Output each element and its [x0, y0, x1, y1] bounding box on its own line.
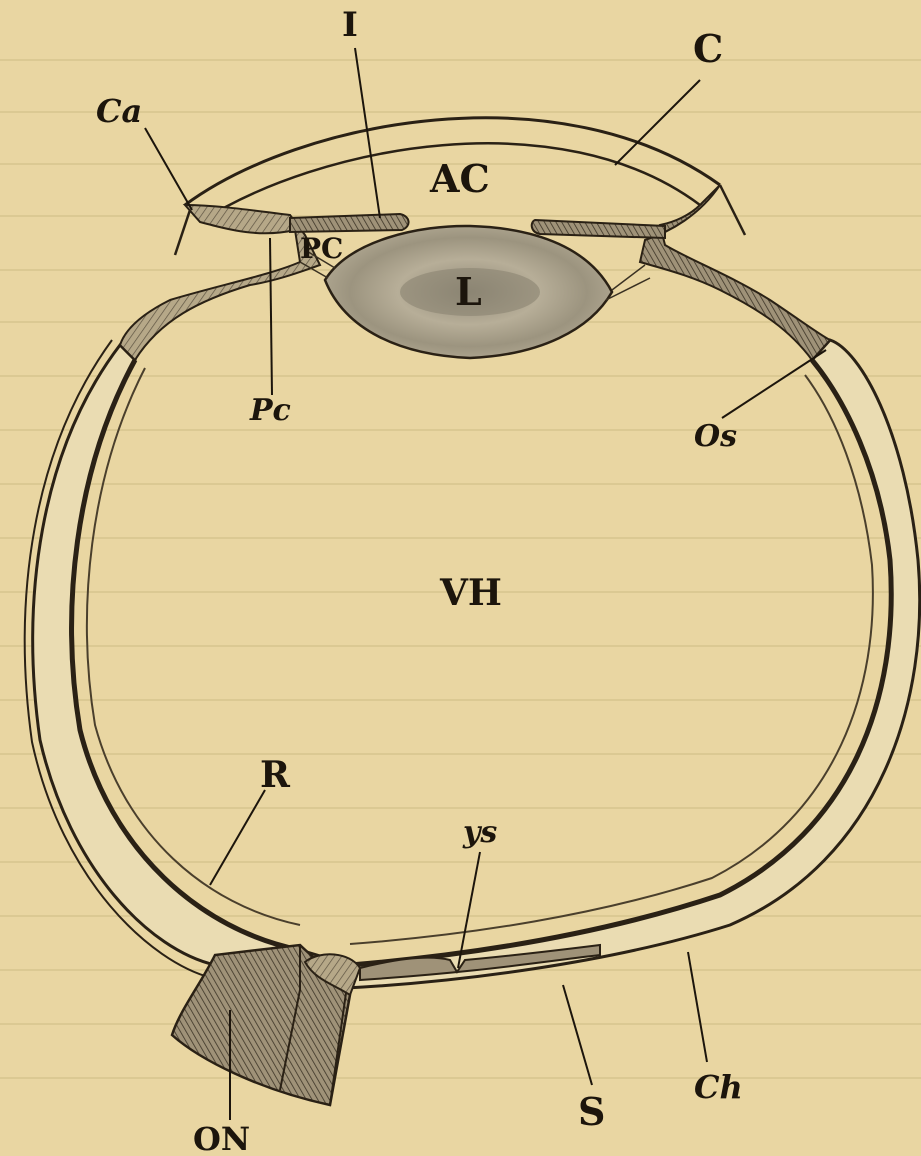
ciliary-body-right	[640, 185, 830, 360]
ciliary-right-edge	[720, 185, 745, 235]
label-retina: R	[260, 754, 291, 796]
label-lens: L	[455, 269, 482, 314]
sclera-wall	[33, 340, 920, 990]
label-iris: I	[342, 5, 358, 45]
label-vitreous-humour: VH	[439, 572, 502, 614]
iris-left	[290, 214, 409, 232]
background-print-texture	[0, 60, 921, 1078]
label-optic-nerve: ON	[193, 1120, 250, 1156]
label-ciliary-processes: Pc	[249, 393, 291, 428]
label-posterior-chamber: PC	[300, 232, 343, 265]
label-ora-serrata: Os	[694, 419, 737, 454]
label-sclerotic: S	[578, 1089, 605, 1134]
label-cornea: C	[693, 26, 723, 71]
label-canal: Ca	[96, 92, 142, 130]
label-choroid: Ch	[694, 1068, 743, 1106]
label-anterior-chamber: AC	[429, 156, 490, 201]
label-yellow-spot: ys	[462, 815, 497, 850]
iris-right	[532, 220, 665, 238]
